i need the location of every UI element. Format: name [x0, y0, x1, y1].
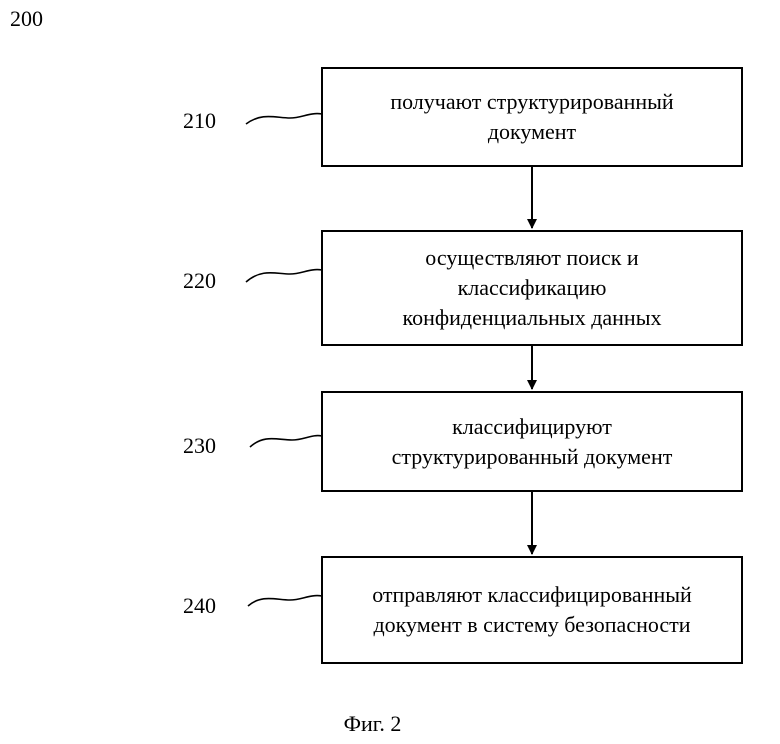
leader-line-210 — [246, 114, 322, 124]
step-text-line: документ в систему безопасности — [373, 610, 690, 640]
step-text-line: классифицируют — [452, 412, 612, 442]
leader-line-230 — [250, 436, 322, 447]
step-box-240: отправляют классифицированный документ в… — [321, 556, 743, 664]
step-text-line: классификацию — [458, 273, 607, 303]
step-text-line: осуществляют поиск и — [425, 243, 638, 273]
step-label-220: 220 — [183, 268, 216, 294]
step-text-line: отправляют классифицированный — [372, 580, 692, 610]
step-text-line: структурированный документ — [392, 442, 673, 472]
figure-caption: Фиг. 2 — [0, 711, 745, 737]
step-text-line: документ — [488, 117, 576, 147]
step-box-220: осуществляют поиск и классификацию конфи… — [321, 230, 743, 346]
step-label-210: 210 — [183, 108, 216, 134]
step-text-line: конфиденциальных данных — [403, 303, 662, 333]
step-box-210: получают структурированный документ — [321, 67, 743, 167]
step-box-230: классифицируют структурированный докумен… — [321, 391, 743, 492]
leader-line-240 — [248, 596, 322, 606]
step-label-230: 230 — [183, 433, 216, 459]
step-label-240: 240 — [183, 593, 216, 619]
step-text-line: получают структурированный — [390, 87, 673, 117]
leader-line-220 — [246, 270, 322, 282]
